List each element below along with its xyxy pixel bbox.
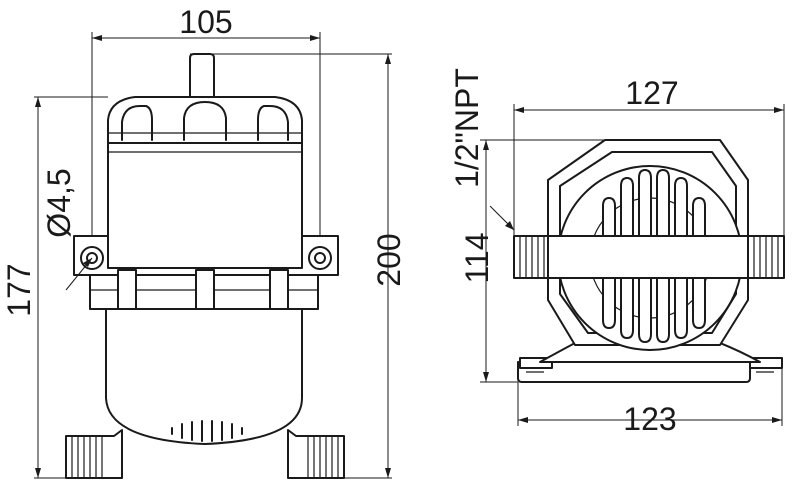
strainer-slots bbox=[171, 420, 243, 442]
side-port-left bbox=[513, 235, 549, 279]
dim-thread: 1/2"NPT bbox=[449, 68, 515, 231]
dim-hole-label: Ø4,5 bbox=[41, 168, 77, 237]
side-view bbox=[513, 139, 785, 383]
dim-114-label: 114 bbox=[459, 232, 495, 283]
dim-177: 177 bbox=[1, 96, 108, 479]
dim-200: 200 bbox=[190, 53, 407, 479]
front-view bbox=[65, 53, 345, 479]
dim-123: 123 bbox=[517, 368, 783, 437]
dim-127-label: 127 bbox=[625, 75, 678, 111]
dim-200-label: 200 bbox=[371, 233, 407, 286]
dim-105: 105 bbox=[91, 4, 321, 236]
dim-123-label: 123 bbox=[623, 401, 676, 437]
side-port-right bbox=[747, 235, 785, 279]
dim-thread-label: 1/2"NPT bbox=[449, 68, 485, 188]
base-plate bbox=[517, 361, 751, 383]
dim-177-label: 177 bbox=[1, 263, 37, 316]
dim-105-label: 105 bbox=[179, 4, 232, 40]
motor-body bbox=[107, 142, 303, 269]
top-spigot bbox=[189, 53, 215, 99]
port-bar bbox=[547, 235, 749, 279]
dim-hole: Ø4,5 bbox=[41, 168, 93, 291]
upper-dome bbox=[107, 96, 303, 144]
mount-hole-right bbox=[308, 246, 332, 270]
dim-127: 127 bbox=[513, 75, 785, 236]
port-left bbox=[65, 429, 123, 479]
dim-114: 114 bbox=[459, 139, 605, 383]
pump-bowl bbox=[105, 308, 303, 445]
port-right bbox=[287, 429, 345, 479]
